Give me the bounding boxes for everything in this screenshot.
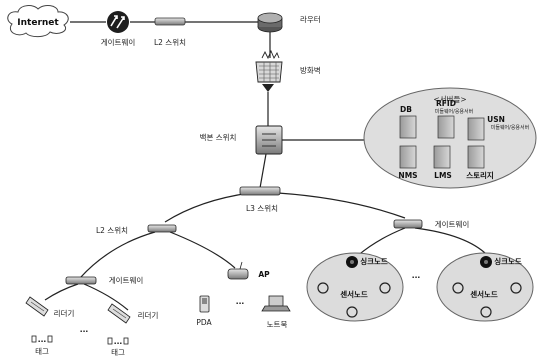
server-group: <서버들> DB RFID 미들웨어/응용서버 USN 미들웨어/응용서버 NM… xyxy=(364,88,536,188)
arrow-down-icon xyxy=(262,84,274,92)
reader-2-label: 리더기 xyxy=(138,311,159,320)
reader-1-label: 리더기 xyxy=(54,309,75,318)
nms-label: NMS xyxy=(398,171,417,180)
readers-ellipsis: ... xyxy=(80,325,89,334)
antenna-icon xyxy=(240,262,242,269)
rfid-sub-label: 미들웨어/응용서버 xyxy=(435,108,474,115)
devices-ellipsis: ... xyxy=(236,297,245,306)
storage-label: 스토리지 xyxy=(466,170,494,180)
gateway-left-label: 게이트웨이 xyxy=(109,275,144,285)
laptop-label: 노트북 xyxy=(267,320,288,329)
ap-label: AP xyxy=(258,270,270,279)
firewall-device: 방화벽 xyxy=(256,51,321,92)
internet-label: Internet xyxy=(17,18,59,28)
backbone-switch-device: 백본 스위치 xyxy=(200,126,282,154)
db-label: DB xyxy=(400,105,412,114)
tag-1-label: 태그 xyxy=(35,347,49,356)
firewall-label: 방화벽 xyxy=(300,65,321,75)
reader-1-device: 리더기 xyxy=(26,297,74,318)
lms-server: LMS xyxy=(434,146,452,180)
sink-node-1-label: 싱크노드 xyxy=(360,256,388,266)
gateway-right-label: 게이트웨이 xyxy=(435,219,470,229)
usn-sub-label: 미들웨어/응용서버 xyxy=(491,124,530,131)
cluster-ellipsis: ... xyxy=(412,271,421,280)
gateway-left-device: 게이트웨이 xyxy=(66,275,143,285)
l3-switch-device: L3 스위치 xyxy=(240,187,280,213)
tag-group-1: ... 태그 xyxy=(32,335,52,356)
ap-device: AP xyxy=(228,262,270,279)
router-device: 라우터 xyxy=(258,13,321,32)
internet-cloud: Internet xyxy=(8,5,69,36)
router-label: 라우터 xyxy=(300,15,321,24)
laptop-device: 노트북 xyxy=(262,296,290,329)
tag-group-2: ... 태그 xyxy=(108,337,128,357)
pda-label: PDA xyxy=(196,318,212,327)
l3-switch-label: L3 스위치 xyxy=(246,204,278,213)
gateway-right-device: 게이트웨이 xyxy=(394,219,469,229)
nms-server: NMS xyxy=(398,146,417,180)
usn-label: USN xyxy=(487,115,505,124)
tag-1-ellipsis: ... xyxy=(38,335,47,344)
pda-device: PDA xyxy=(196,296,212,327)
sink-node-2-label: 싱크노드 xyxy=(494,256,522,266)
l2-switch-device: L2 스위치 xyxy=(96,225,176,235)
gateway-top-device: 게이트웨이 xyxy=(101,11,136,47)
reader-2-device: 리더기 xyxy=(108,304,158,323)
l2-switch-label: L2 스위치 xyxy=(96,226,128,235)
l2-switch-top-label: L2 스위치 xyxy=(154,38,186,47)
rfid-label: RFID xyxy=(436,99,456,108)
backbone-switch-label: 백본 스위치 xyxy=(200,132,237,142)
lms-label: LMS xyxy=(434,171,452,180)
tag-2-label: 태그 xyxy=(111,348,125,357)
gateway-top-label: 게이트웨이 xyxy=(101,37,136,47)
tag-2-ellipsis: ... xyxy=(114,337,123,346)
l2-switch-top-device: L2 스위치 xyxy=(154,18,186,47)
sensor-cluster-1: 싱크노드 센서노드 xyxy=(307,253,403,321)
sensor-node-2-label: 센서노드 xyxy=(470,289,498,299)
sensor-cluster-2: 싱크노드 센서노드 xyxy=(437,253,533,321)
sensor-node-1-label: 센서노드 xyxy=(340,289,368,299)
